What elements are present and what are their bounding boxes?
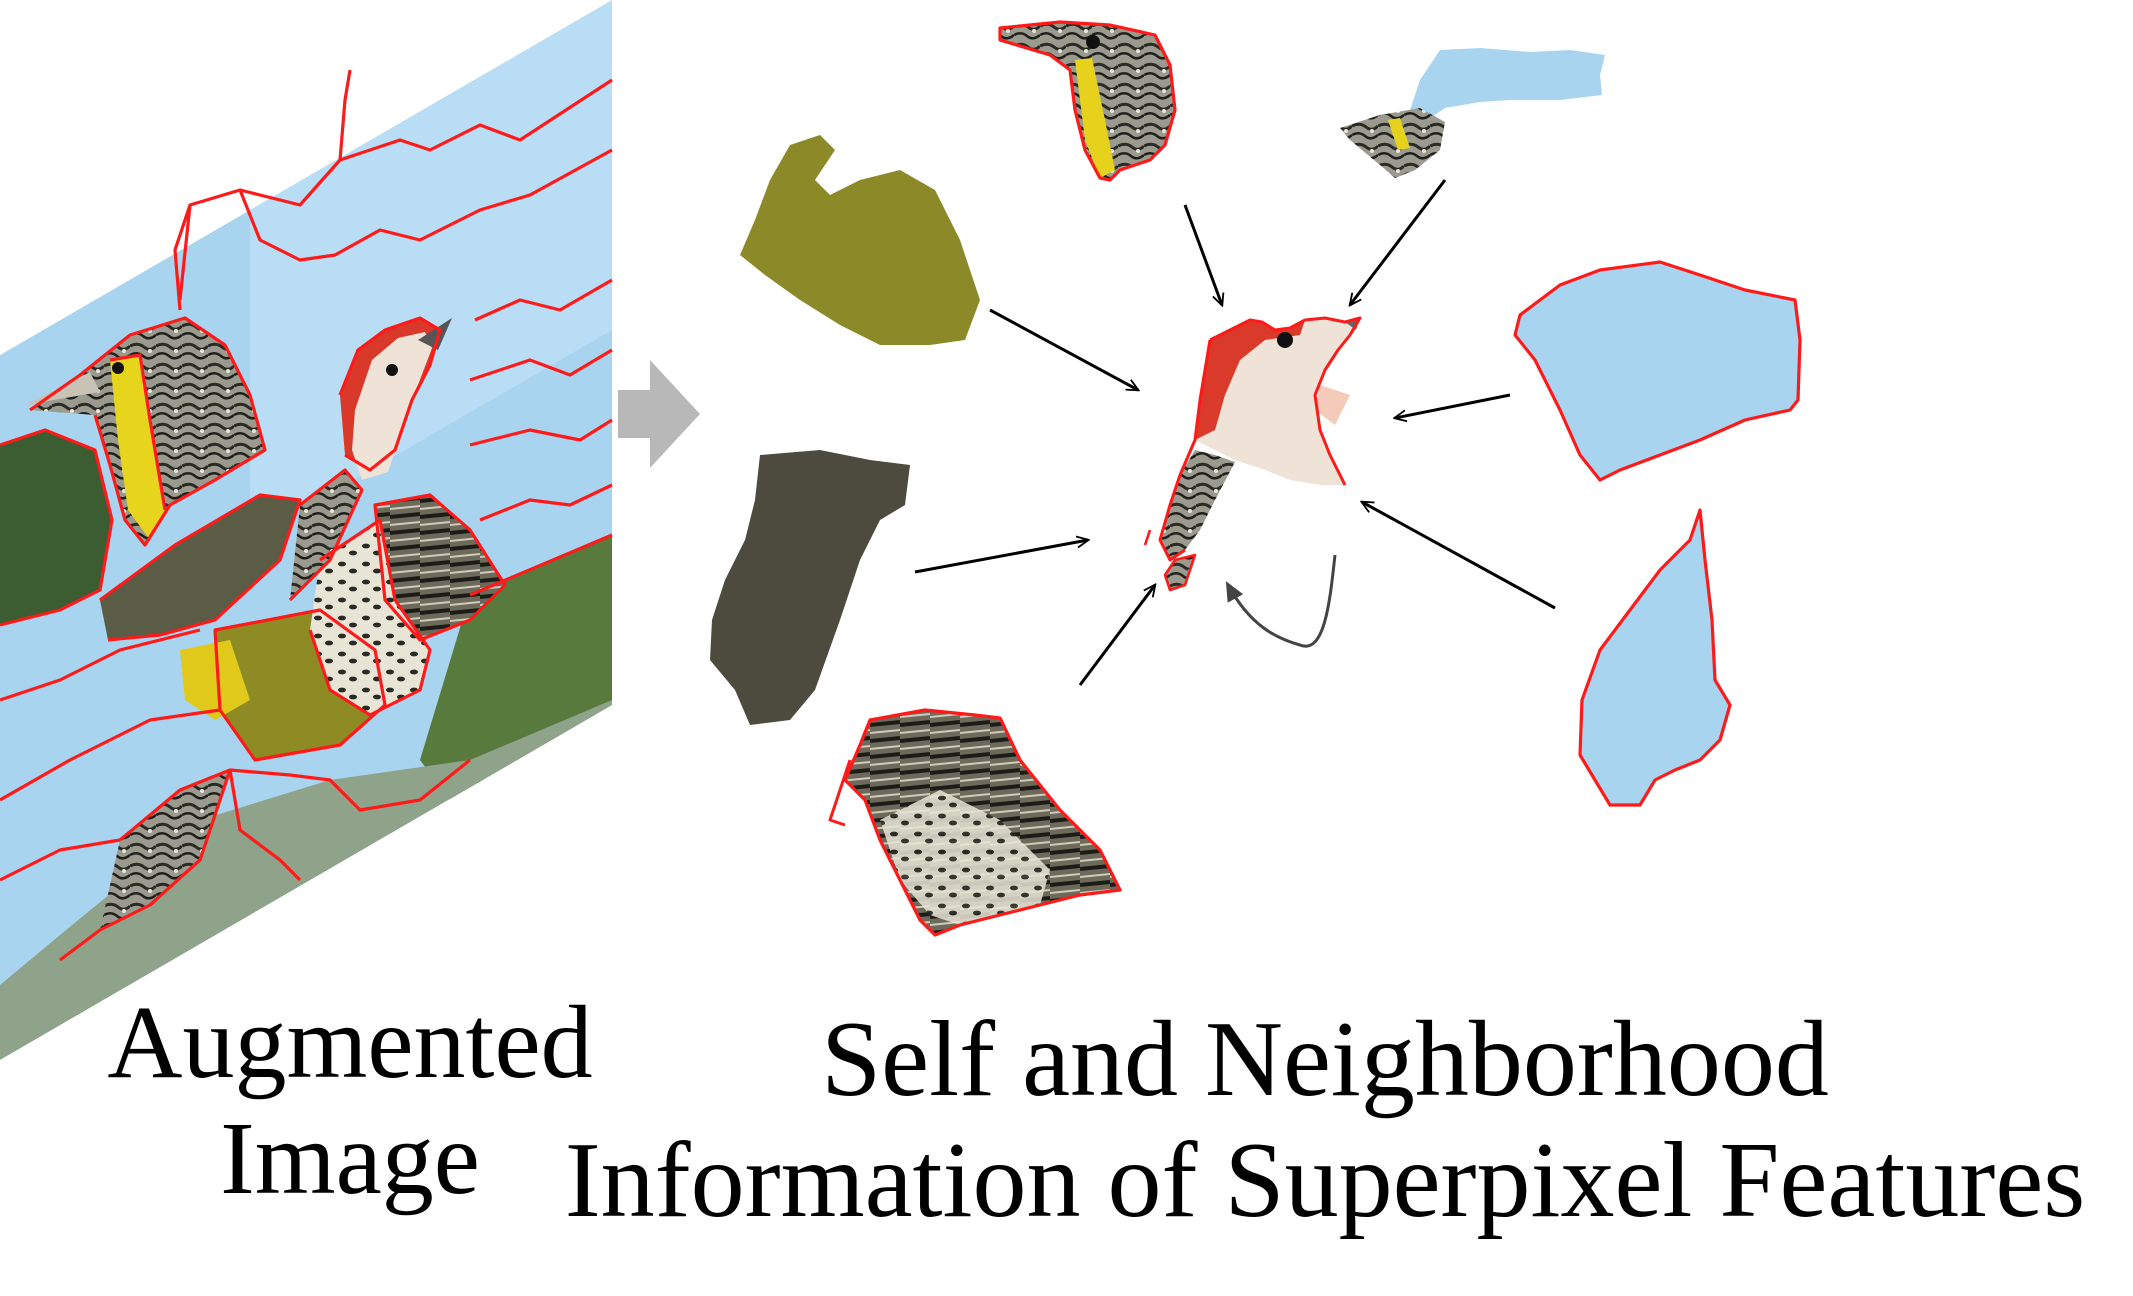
superpixel-olive [740, 135, 980, 345]
ground-region [0, 700, 612, 1060]
meadowlark-eye [112, 362, 124, 374]
black-line-arrow-icon [1350, 179, 1447, 305]
superpixel-sky-large [1513, 260, 1802, 482]
augmented-image-panel [0, 0, 613, 1060]
caption-superpixel-features: Self and Neighborhood Information of Sup… [540, 1000, 2110, 1242]
green-hill-region [420, 535, 612, 800]
woodpecker-dark-neck [290, 470, 362, 600]
black-line-arrow-icon [1395, 393, 1511, 418]
superpixel-graph [710, 20, 1802, 937]
grey-right-arrow-icon [618, 360, 700, 468]
woodpecker-barred-wing [375, 495, 505, 640]
dark-rock-region [100, 495, 300, 640]
meadowlark-yellow-throat [110, 355, 165, 540]
black-line-arrow-icon [1362, 502, 1556, 610]
dark-foliage-region [0, 430, 112, 625]
superpixel-sky-narrow [1578, 508, 1732, 807]
superpixel-center-woodpecker [1143, 316, 1362, 592]
woodpecker-spotted-belly [310, 520, 430, 715]
black-line-arrow-icon [914, 540, 1088, 574]
black-line-arrow-icon [1183, 204, 1222, 305]
caption-augmented-image: Augmented Image [40, 985, 660, 1218]
process-arrow [618, 360, 700, 468]
caption-line: Self and Neighborhood [821, 1000, 1829, 1119]
superpixel-wing [828, 708, 1122, 937]
superpixel-rock [710, 450, 910, 725]
superpixel-sky-strip [1340, 48, 1605, 178]
curved-self-loop-arrow-icon [1225, 554, 1337, 648]
woodpecker-white-face [352, 332, 432, 480]
caption-line: Augmented [107, 985, 593, 1100]
caption-line: Image [220, 1101, 480, 1217]
superpixel-meadowlark-head [998, 20, 1177, 182]
black-line-arrow-icon [1078, 585, 1155, 686]
tail-feathers [100, 770, 230, 930]
black-line-arrow-icon [989, 308, 1138, 390]
woodpecker-eye [386, 364, 398, 376]
woodpecker-beak [418, 318, 452, 350]
neighbor-arrows [914, 179, 1556, 686]
superpixel-boundaries [0, 69, 613, 962]
self-loop-arrow [1225, 554, 1337, 648]
caption-line: Information of Superpixel Features [564, 1120, 2086, 1240]
meadowlark-yellow-belly [180, 640, 250, 720]
sky-highlight [250, 0, 612, 540]
